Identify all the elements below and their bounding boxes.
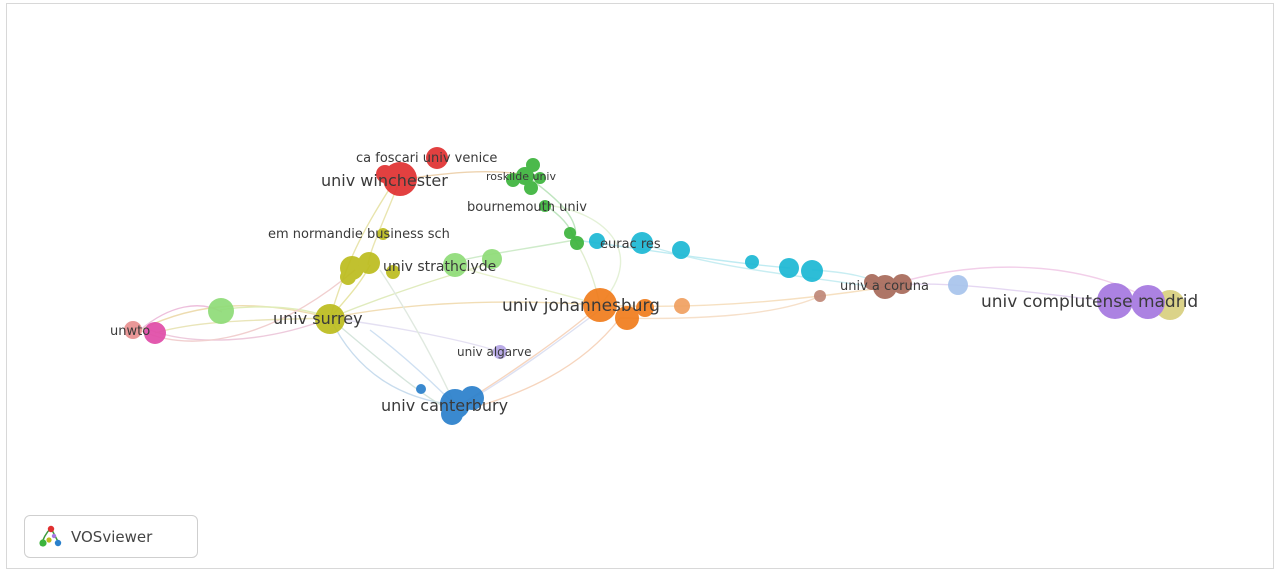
node[interactable] xyxy=(534,172,546,184)
node[interactable] xyxy=(779,258,799,278)
node[interactable] xyxy=(526,158,540,172)
node-univ-surrey[interactable] xyxy=(315,304,345,334)
node-univ-complutense-madrid[interactable] xyxy=(1097,283,1133,319)
label-univ-winchester: univ winchester xyxy=(321,171,448,190)
node-univ-johannesburg[interactable] xyxy=(583,288,617,322)
label-univ-algarve: univ algarve xyxy=(457,345,532,359)
link xyxy=(619,295,821,320)
node[interactable] xyxy=(814,290,826,302)
node[interactable] xyxy=(376,165,394,183)
link xyxy=(379,269,456,406)
link xyxy=(469,309,601,401)
label-eurac-res: eurac res xyxy=(600,237,661,252)
node[interactable] xyxy=(524,181,538,195)
label-univ-surrey: univ surrey xyxy=(273,309,363,328)
label-roskilde-univ: roskilde univ xyxy=(486,170,556,183)
network-canvas xyxy=(6,3,1274,569)
node[interactable] xyxy=(672,241,690,259)
link xyxy=(329,179,396,319)
label-ca-foscari-univ-venice: ca foscari univ venice xyxy=(356,151,497,166)
node[interactable] xyxy=(340,269,356,285)
label-bournemouth-univ: bournemouth univ xyxy=(467,200,587,215)
node[interactable] xyxy=(674,298,690,314)
node-roskilde-univ[interactable] xyxy=(516,167,534,185)
node[interactable] xyxy=(636,299,654,317)
node[interactable] xyxy=(948,275,968,295)
label-univ-complutense-madrid: univ complutense madrid xyxy=(981,292,1198,312)
links-layer xyxy=(139,171,1151,411)
vosviewer-logo-text: VOSviewer xyxy=(71,527,153,546)
link xyxy=(154,317,331,334)
node-ca-foscari-univ-venice[interactable] xyxy=(426,147,448,169)
labels-layer: ca foscari univ venice univ winchester r… xyxy=(110,151,1198,415)
node[interactable] xyxy=(416,384,426,394)
label-unwto: unwto xyxy=(110,324,150,339)
link xyxy=(464,317,621,411)
node[interactable] xyxy=(892,274,912,294)
link xyxy=(329,317,501,353)
node[interactable] xyxy=(506,173,520,187)
label-univ-canterbury: univ canterbury xyxy=(381,396,508,415)
node[interactable] xyxy=(358,252,380,274)
label-univ-a-coruna: univ a coruna xyxy=(840,279,929,294)
vosviewer-badge[interactable]: VOSviewer xyxy=(24,515,198,558)
node[interactable] xyxy=(615,306,639,330)
node-eurac-res[interactable] xyxy=(631,232,653,254)
link xyxy=(329,301,601,319)
link xyxy=(639,242,881,289)
node[interactable] xyxy=(441,403,463,425)
node-univ-algarve[interactable] xyxy=(493,345,507,359)
node[interactable] xyxy=(460,386,484,410)
node-univ-strathclyde[interactable] xyxy=(443,253,467,277)
node[interactable] xyxy=(564,227,576,239)
link xyxy=(899,283,1116,303)
node[interactable] xyxy=(482,249,502,269)
node[interactable] xyxy=(745,255,759,269)
node[interactable] xyxy=(570,236,584,250)
link xyxy=(329,317,451,411)
node-unwto[interactable] xyxy=(144,322,166,344)
link xyxy=(329,261,496,319)
vosviewer-logo-icon xyxy=(39,525,62,547)
label-em-normandie-business-sch: em normandie business sch xyxy=(268,227,450,242)
node[interactable] xyxy=(1131,285,1165,319)
node[interactable] xyxy=(864,274,880,290)
link xyxy=(399,171,526,181)
node[interactable] xyxy=(589,233,605,249)
link xyxy=(369,329,456,406)
node[interactable] xyxy=(124,321,142,339)
label-univ-strathclyde: univ strathclyde xyxy=(383,259,496,275)
link xyxy=(329,317,456,406)
nodes-layer xyxy=(124,147,1185,425)
node-bournemouth-univ[interactable] xyxy=(539,200,551,212)
node[interactable] xyxy=(801,260,823,282)
label-univ-johannesburg: univ johannesburg xyxy=(502,296,660,316)
node[interactable] xyxy=(208,298,234,324)
node-em-normandie-business-sch[interactable] xyxy=(377,228,389,240)
node[interactable] xyxy=(386,265,400,279)
